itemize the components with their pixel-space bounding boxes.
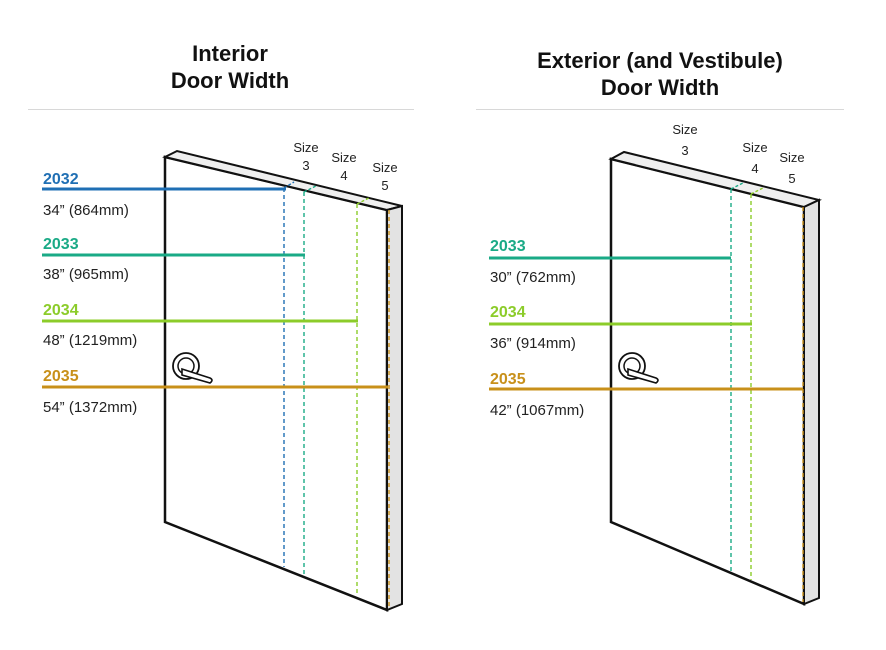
exterior-size4-top-dash — [750, 187, 764, 195]
exterior-code-2034: 2034 — [490, 304, 526, 321]
exterior-code-2033: 2033 — [490, 238, 526, 255]
interior-size4-word: Size — [331, 150, 356, 165]
interior-title: Interior Door Width — [130, 40, 330, 94]
exterior-size5-num: 5 — [788, 171, 795, 186]
exterior-door: 2033 30” (762mm) 2034 36” (914mm) 2035 4… — [489, 122, 822, 606]
interior-title-line2: Door Width — [170, 68, 290, 93]
exterior-door-face — [609, 157, 806, 606]
interior-dim-2034: 48” (1219mm) — [43, 332, 137, 349]
interior-size5-num: 5 — [381, 178, 388, 193]
interior-code-2035: 2035 — [43, 368, 79, 385]
interior-size3-word: Size — [293, 140, 318, 155]
exterior-size3-num: 3 — [681, 143, 688, 158]
exterior-title: Exterior (and Vestibule) Door Width — [480, 47, 840, 101]
interior-size3-num: 3 — [302, 158, 309, 173]
interior-door-face — [163, 155, 389, 612]
interior-door-handle-icon — [172, 352, 213, 384]
interior-dim-2033: 38” (965mm) — [43, 266, 129, 283]
interior-title-line1: Interior — [192, 41, 268, 66]
exterior-size3-top-dash — [730, 182, 744, 190]
exterior-size3-word: Size — [672, 122, 697, 137]
exterior-size5-word: Size — [779, 150, 804, 165]
exterior-divider — [476, 109, 844, 110]
exterior-code-2035: 2035 — [490, 371, 526, 388]
exterior-dim-2034: 36” (914mm) — [490, 335, 576, 352]
interior-dim-2035: 54” (1372mm) — [43, 399, 137, 416]
interior-code-2034: 2034 — [43, 302, 79, 319]
interior-dim-2032: 34” (864mm) — [43, 202, 129, 219]
interior-door: 2032 34” (864mm) 2033 38” (965mm) 2034 4… — [42, 140, 403, 612]
interior-size3-top-dash — [283, 181, 295, 189]
exterior-size4-num: 4 — [751, 161, 758, 176]
interior-size5-word: Size — [372, 160, 397, 175]
exterior-dim-2035: 42” (1067mm) — [490, 402, 584, 419]
interior-size5-top-dash — [356, 197, 370, 205]
exterior-door-handle-icon — [618, 352, 659, 384]
interior-code-2032: 2032 — [43, 171, 79, 188]
interior-door-side-edge — [386, 204, 403, 612]
interior-divider — [28, 109, 414, 110]
interior-size4-top-dash — [303, 185, 317, 193]
exterior-dim-2033: 30” (762mm) — [490, 269, 576, 286]
exterior-title-line1: Exterior (and Vestibule) — [537, 48, 783, 73]
exterior-title-line2: Door Width — [600, 75, 720, 100]
interior-code-2033: 2033 — [43, 236, 79, 253]
interior-size4-num: 4 — [340, 168, 347, 183]
exterior-door-side-edge — [803, 198, 820, 606]
exterior-size4-word: Size — [742, 140, 767, 155]
